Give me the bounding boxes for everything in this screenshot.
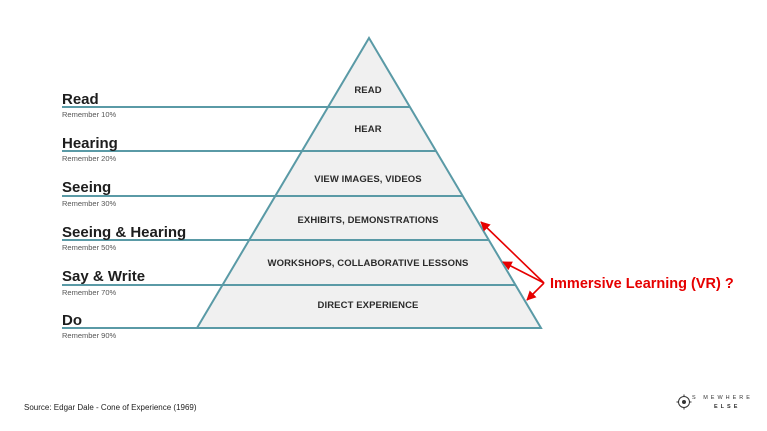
level-remember-hearing: Remember 20% [62, 154, 117, 163]
immersive-learning-callout: Immersive Learning (VR) ? [550, 276, 734, 292]
callout-arrow-direct [526, 282, 545, 301]
logo-line1: S MEWHERE [692, 395, 753, 401]
level-remember-read: Remember 10% [62, 110, 117, 119]
level-title-hearing: Hearing [62, 135, 118, 152]
level-title-read: Read [62, 91, 99, 108]
level-title-seeing-hearing: Seeing & Hearing [62, 224, 187, 241]
level-remember-seeing: Remember 30% [62, 199, 117, 208]
compass-icon [676, 394, 692, 410]
level-title-say-write: Say & Write [62, 268, 146, 285]
somewhere-else-logo: S MEWHERE ELSE [676, 390, 750, 416]
level-remember-say-write: Remember 70% [62, 288, 117, 297]
tier-label-hear: HEAR [354, 124, 382, 135]
tier-label-view: VIEW IMAGES, VIDEOS [314, 174, 422, 185]
level-remember-seeing-hearing: Remember 50% [62, 243, 117, 252]
level-remember-do: Remember 90% [62, 331, 117, 340]
tier-label-read: READ [354, 85, 382, 96]
level-title-do: Do [62, 312, 82, 329]
callout-arrow-workshops [502, 261, 545, 284]
source-citation: Source: Edgar Dale - Cone of Experience … [24, 403, 197, 412]
tier-label-workshops: WORKSHOPS, COLLABORATIVE LESSONS [267, 258, 469, 269]
tier-label-direct: DIRECT EXPERIENCE [317, 300, 419, 311]
callout-arrow-exhibits [480, 221, 545, 284]
logo-line2: ELSE [714, 404, 741, 410]
tier-label-exhibits: EXHIBITS, DEMONSTRATIONS [297, 215, 439, 226]
level-title-seeing: Seeing [62, 179, 112, 196]
pyramid-body [195, 36, 543, 329]
